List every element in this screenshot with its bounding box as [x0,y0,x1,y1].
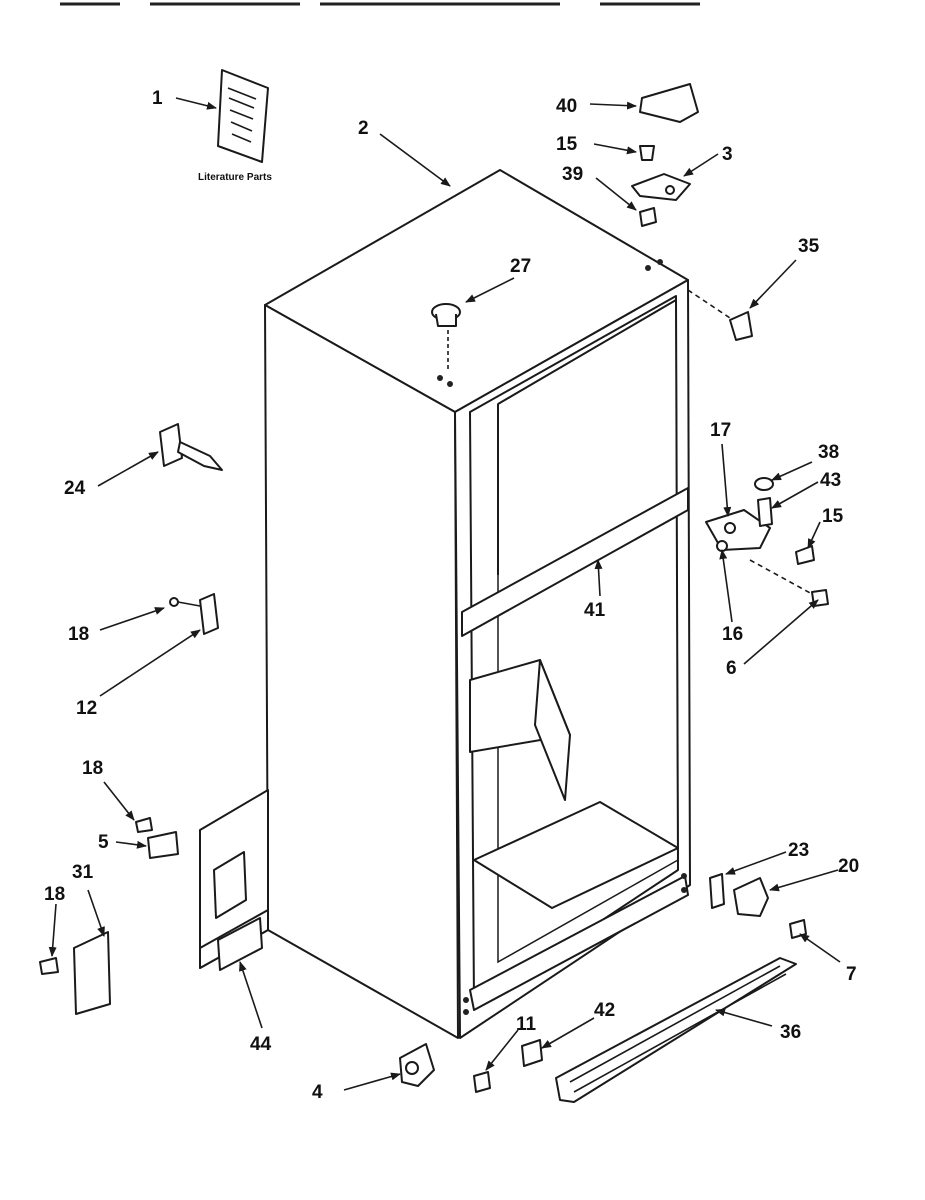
callout-39: 39 [562,164,583,185]
part-15-screw-top [639,145,655,161]
literature-parts-booklet: Literature Parts [198,69,272,183]
callout-44: 44 [250,1034,272,1055]
callout-4: 4 [312,1082,323,1103]
part-12-bracket [169,593,219,635]
callout-18-b: 18 [82,758,103,779]
callout-12: 12 [76,698,97,719]
part-43-hinge-pin [757,497,773,527]
part-3-top-hinge [631,173,691,201]
part-39-hinge-pin [639,207,657,227]
callout-18-a: 18 [68,624,89,645]
callout-18-c: 18 [44,884,65,905]
part-18-screw-lower [39,957,59,975]
callout-24: 24 [64,478,86,499]
callout-1: 1 [152,88,163,109]
callout-11: 11 [516,1014,537,1035]
callout-43: 43 [820,470,841,491]
part-35-handle-trim [687,289,753,341]
callout-16: 16 [722,624,743,645]
callout-27: 27 [510,256,531,277]
callout-15-top: 15 [556,134,578,155]
literature-caption: Literature Parts [198,172,272,183]
cabinet-body [264,169,691,1039]
callout-3: 3 [722,144,733,165]
callout-7: 7 [846,964,857,985]
part-40-hinge-cover [639,83,699,123]
callout-17: 17 [710,420,731,441]
part-7-screw [789,919,807,939]
part-6-screw [749,559,829,607]
callout-35: 35 [798,236,820,257]
callout-15-mid: 15 [822,506,844,527]
part-5-clip [147,831,179,859]
part-44-rear-access-panel [199,789,269,971]
part-42-clip [521,1039,543,1067]
part-11-screw [473,1071,491,1093]
part-27-plug-button [431,303,461,370]
callout-labels: 1 2 3 4 5 6 7 11 12 15 15 16 17 18 18 18… [44,88,859,1103]
callout-42: 42 [594,1000,615,1021]
callout-6: 6 [726,658,737,679]
callout-40: 40 [556,96,577,117]
callout-38: 38 [818,442,839,463]
callout-41: 41 [584,600,606,621]
part-36-toe-grille [555,957,797,1103]
callout-31: 31 [72,862,94,883]
leader-lines [48,97,841,1091]
part-23-shim [709,873,725,909]
callout-23: 23 [788,840,809,861]
part-24-leveling-assembly [159,423,223,471]
part-18-screw-upper [135,817,153,833]
part-31-cover [73,931,111,1015]
part-17-mid-hinge [705,509,771,552]
part-4-roller-assembly [399,1043,435,1087]
callout-2: 2 [358,118,369,139]
part-15-screw-mid [795,545,815,565]
callout-20: 20 [838,856,859,877]
part-38-washer [754,477,774,491]
callout-5: 5 [98,832,109,853]
part-20-lower-hinge [733,877,769,917]
callout-36: 36 [780,1022,801,1043]
